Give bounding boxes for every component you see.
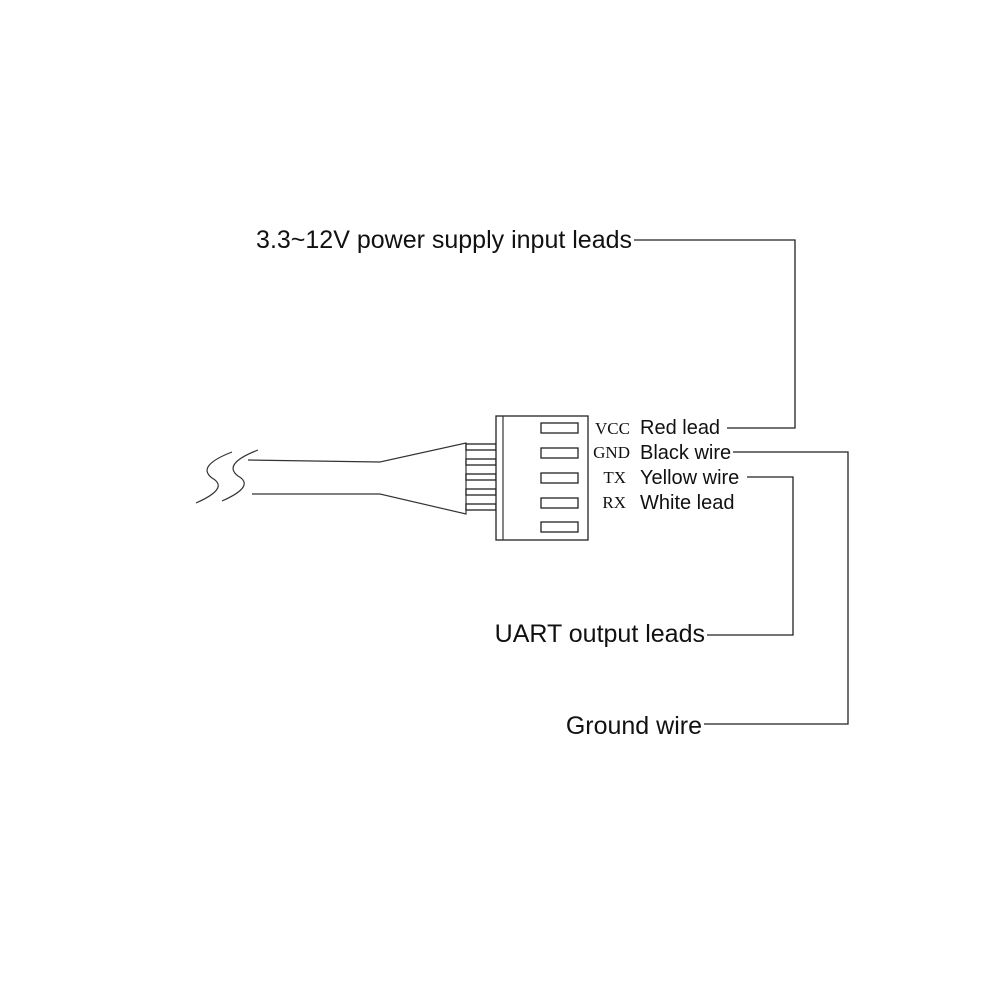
- pin-wire-rx: White lead: [640, 492, 735, 514]
- pin-wire-tx: Yellow wire: [640, 467, 739, 489]
- callout-ground: Ground wire: [566, 712, 702, 740]
- pin-code-gnd: GND: [593, 443, 630, 462]
- pin-slot: [540, 497, 579, 509]
- pin-slot: [540, 521, 579, 533]
- connector-pin-slots: [540, 422, 579, 533]
- cable-break-marks: [195, 449, 259, 504]
- callout-uart: UART output leads: [495, 620, 705, 648]
- pin-wire-gnd: Black wire: [640, 442, 731, 464]
- callout-power: 3.3~12V power supply input leads: [256, 226, 632, 254]
- pin-slot: [540, 422, 579, 434]
- pin-code-tx: TX: [603, 468, 626, 487]
- pin-code-rx: RX: [602, 493, 626, 512]
- leader-line-power: [634, 239, 796, 429]
- pin-slot: [540, 472, 579, 484]
- connector-wires: [465, 443, 497, 511]
- pin-code-vcc: VCC: [595, 419, 630, 438]
- cable: [247, 442, 467, 515]
- pin-slot: [540, 447, 579, 459]
- leader-line-uart: [707, 476, 794, 636]
- pin-wire-vcc: Red lead: [640, 417, 720, 439]
- leader-line-ground: [704, 451, 849, 725]
